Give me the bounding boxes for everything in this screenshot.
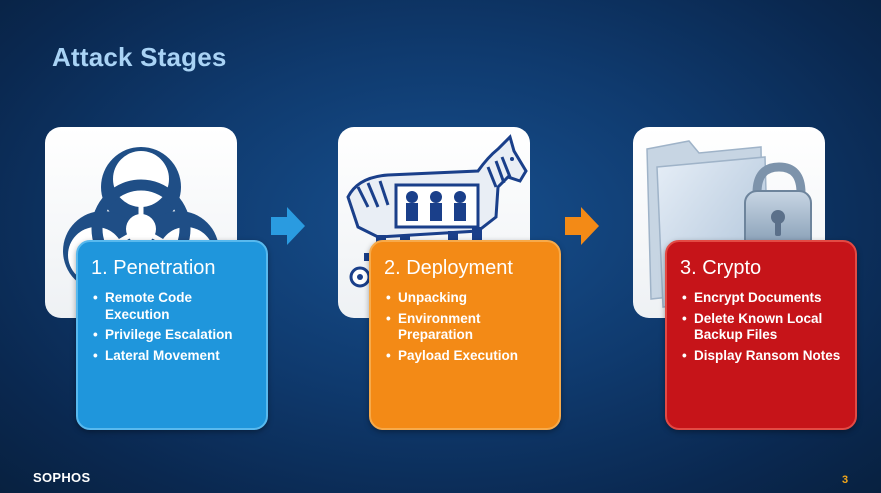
arrow-right-icon	[271, 207, 305, 245]
list-item: Privilege Escalation	[93, 327, 253, 344]
sophos-logo: SOPHOS	[33, 470, 91, 485]
arrow-right-icon	[565, 207, 599, 245]
list-item: Payload Execution	[386, 348, 546, 365]
stage-items-list: Unpacking Environment Preparation Payloa…	[384, 290, 546, 364]
list-item: Encrypt Documents	[682, 290, 842, 307]
list-item: Delete Known Local Backup Files	[682, 311, 842, 344]
list-item: Remote Code Execution	[93, 290, 253, 323]
list-item: Display Ransom Notes	[682, 348, 842, 365]
stage-title: 2. Deployment	[384, 257, 513, 279]
list-item: Unpacking	[386, 290, 546, 307]
arrow-shape	[565, 207, 599, 245]
stage-title: 3. Crypto	[680, 257, 762, 279]
list-item: Environment Preparation	[386, 311, 546, 344]
list-item: Lateral Movement	[93, 348, 253, 365]
stage-penetration-box: 1. Penetration Remote Code Execution Pri…	[76, 240, 268, 430]
stage-items-list: Encrypt Documents Delete Known Local Bac…	[680, 290, 842, 364]
stage-deployment-box: 2. Deployment Unpacking Environment Prep…	[369, 240, 561, 430]
stage-items-list: Remote Code Execution Privilege Escalati…	[91, 290, 253, 364]
stage-crypto-box: 3. Crypto Encrypt Documents Delete Known…	[665, 240, 857, 430]
stage-title: 1. Penetration	[91, 257, 216, 279]
page-number: 3	[842, 474, 849, 486]
slide-title: Attack Stages	[52, 42, 227, 72]
arrow-shape	[271, 207, 305, 245]
